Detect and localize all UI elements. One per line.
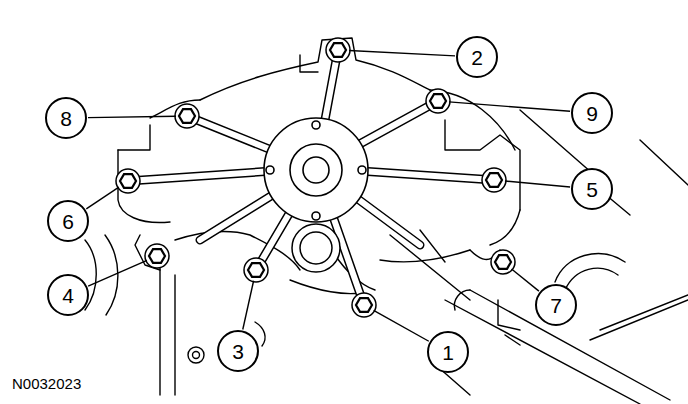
leader-line xyxy=(243,281,254,330)
callout-circle: 2 xyxy=(456,36,498,78)
leader-line xyxy=(505,181,570,187)
figure-number: N0032023 xyxy=(12,376,81,391)
callout-number: 7 xyxy=(550,295,562,316)
callout-circle: 4 xyxy=(47,274,89,316)
leader-line xyxy=(88,116,176,117)
leader-line xyxy=(449,102,570,111)
callout-number: 2 xyxy=(471,47,483,68)
callout-number: 3 xyxy=(232,341,244,362)
callout-circle: 1 xyxy=(427,331,469,373)
callout-number: 4 xyxy=(62,285,74,306)
callout-number: 5 xyxy=(586,179,598,200)
callout-number: 6 xyxy=(62,211,74,232)
callout-number: 9 xyxy=(586,103,598,124)
callout-number: 8 xyxy=(60,108,72,129)
callout-circle: 7 xyxy=(535,284,577,326)
callout-circle: 5 xyxy=(571,168,613,210)
callout-circle: 3 xyxy=(217,330,259,372)
callout-circle: 9 xyxy=(571,92,613,134)
leader-line xyxy=(86,187,119,209)
callout-number: 1 xyxy=(442,342,454,363)
leader-line xyxy=(512,269,539,291)
figure-id: N0032023 xyxy=(12,376,81,391)
callout-circle: 6 xyxy=(47,200,89,242)
leader-line xyxy=(374,310,429,341)
callout-circle: 8 xyxy=(45,97,87,139)
leader-line xyxy=(349,51,455,56)
leader-line xyxy=(88,260,147,286)
